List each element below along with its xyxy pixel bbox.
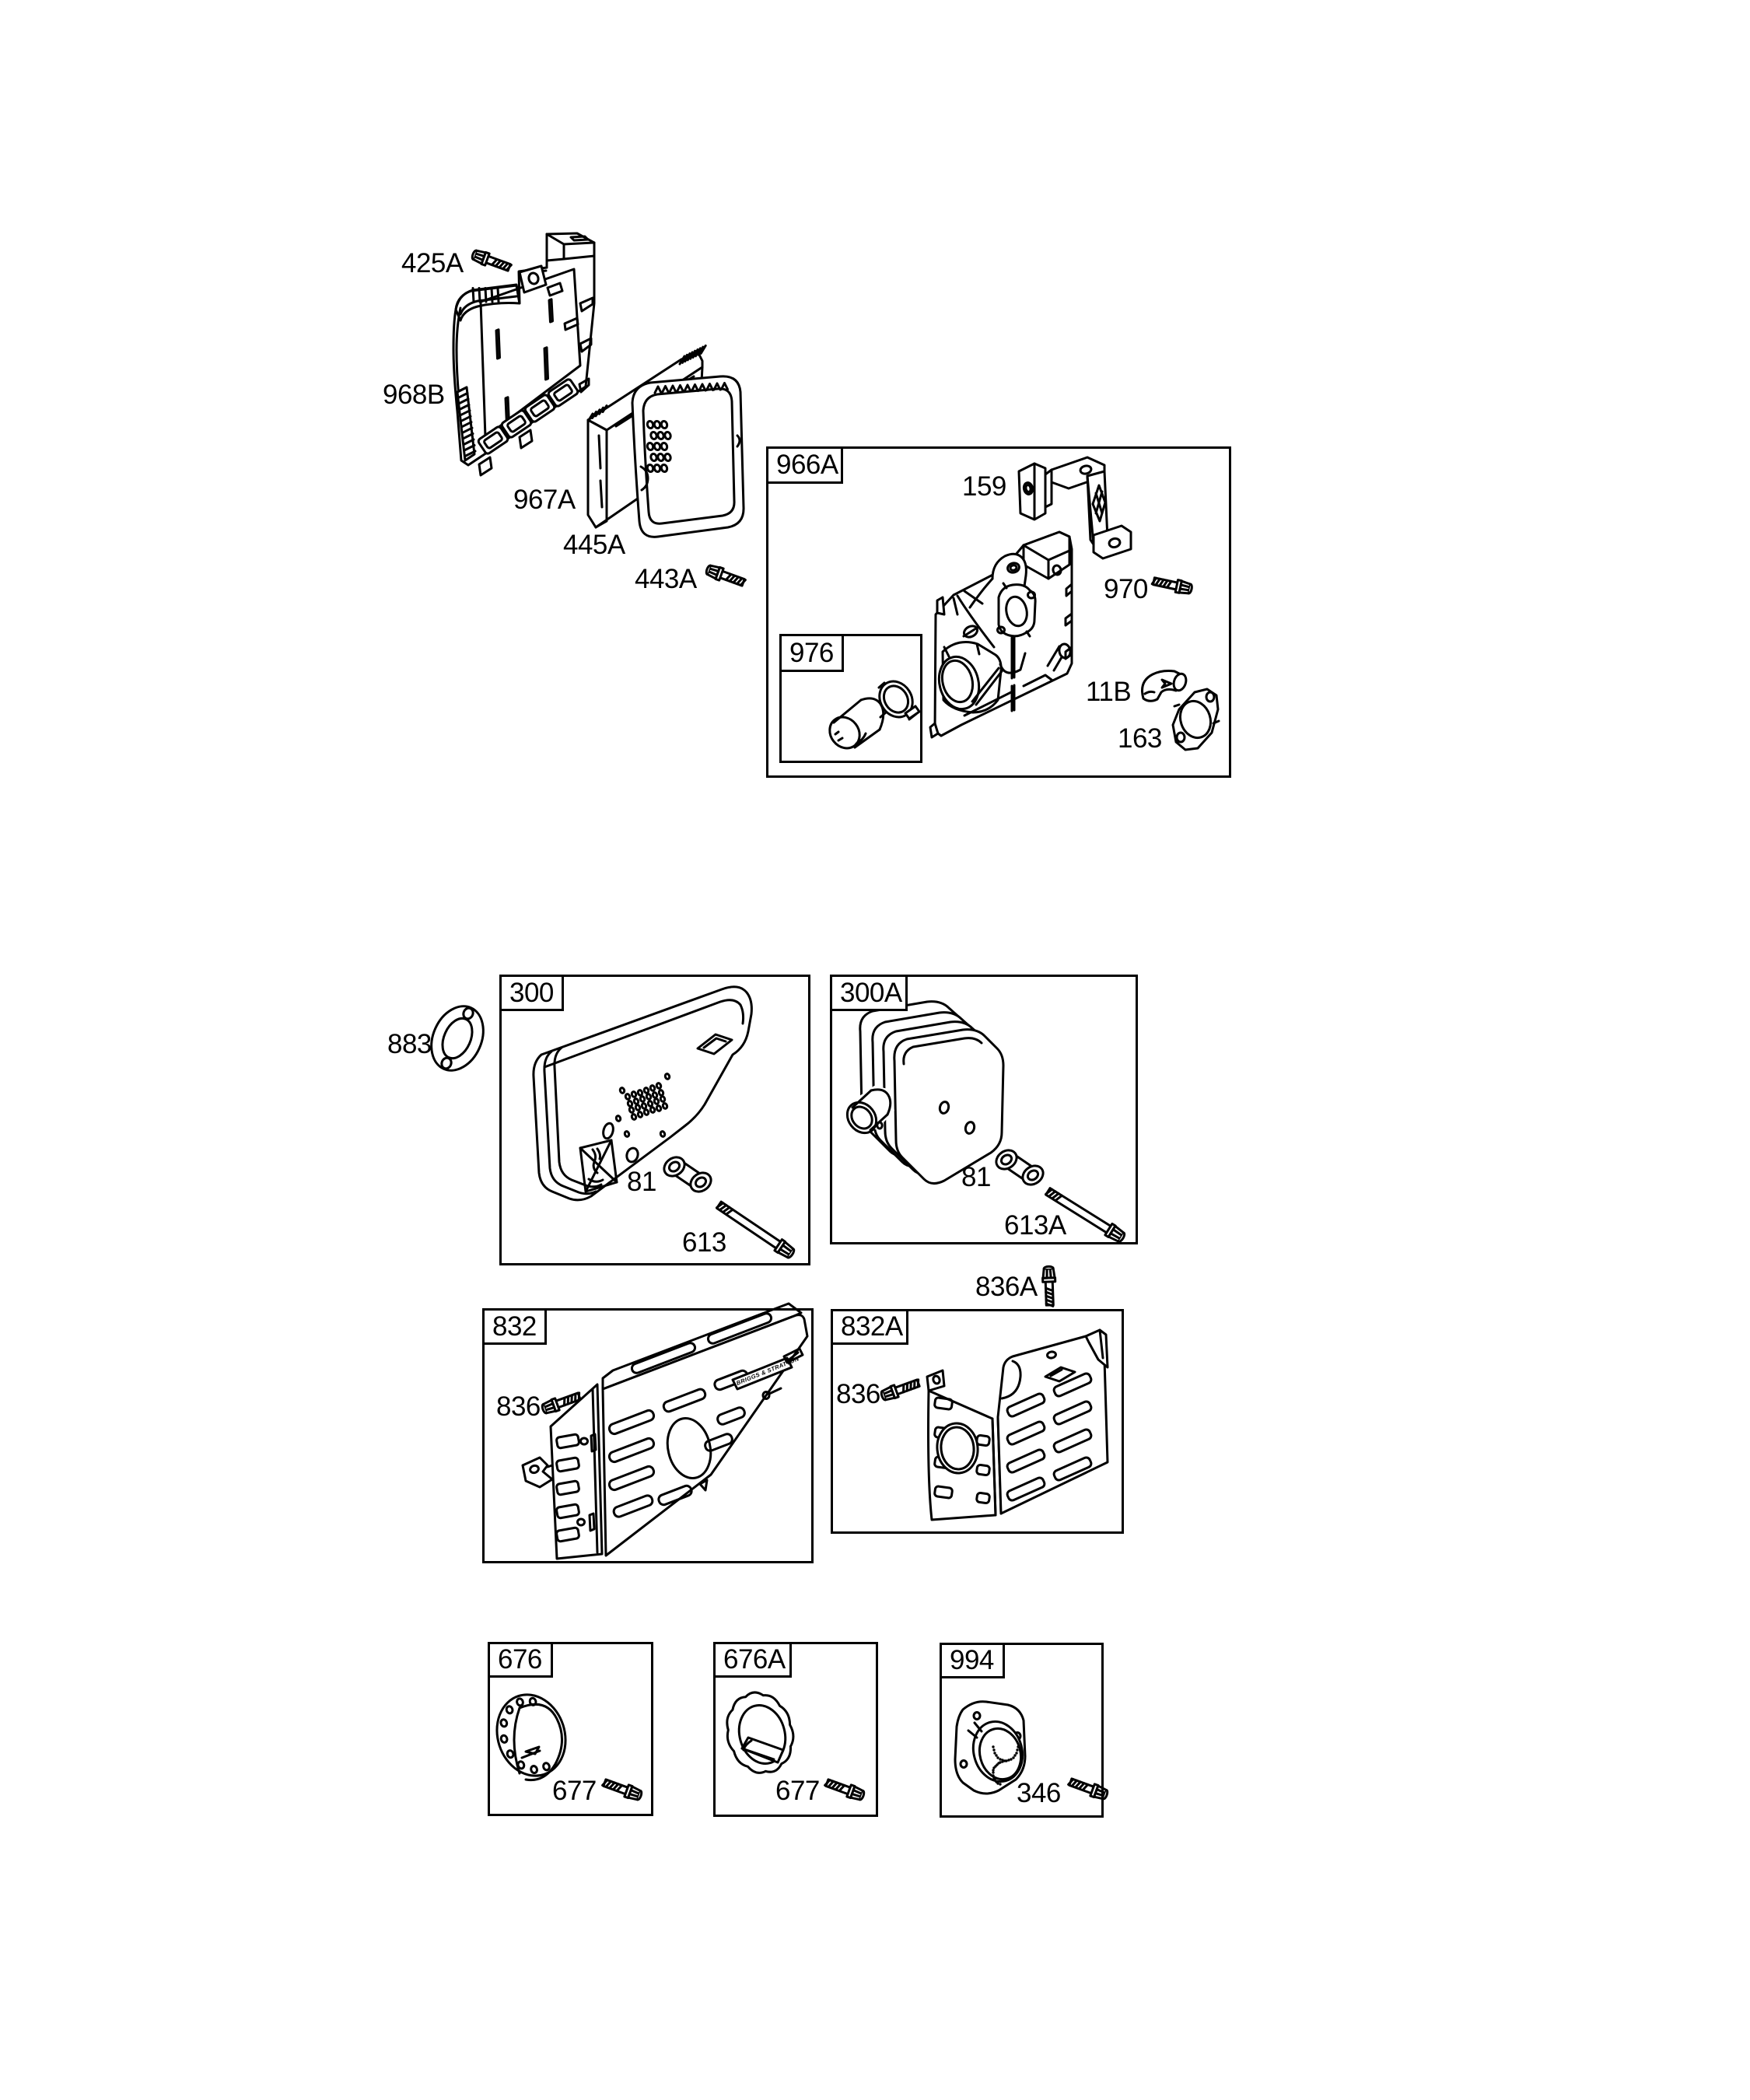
- filter-frame-445A: [631, 375, 745, 538]
- callout-11B: 11B: [1086, 677, 1132, 707]
- group-box-994: [940, 1643, 1104, 1818]
- group-box-832A: [831, 1309, 1124, 1534]
- callout-970: 970: [1104, 574, 1148, 604]
- cover-plate-676A: [726, 1691, 795, 1774]
- exhaust-gasket-883: [430, 1005, 485, 1072]
- screw-443A: [703, 562, 748, 590]
- box-label-832A: 832A: [831, 1309, 908, 1345]
- box-label-676: 676: [488, 1642, 553, 1678]
- callout-445A: 445A: [563, 530, 625, 560]
- callout-443A: 443A: [635, 564, 697, 594]
- callout-613: 613: [682, 1227, 726, 1258]
- callout-163: 163: [1118, 723, 1162, 754]
- breather-elbow-11B: [1141, 670, 1188, 702]
- box-label-994: 994: [940, 1643, 1005, 1678]
- box-label-300A: 300A: [830, 975, 908, 1011]
- group-box-300A: [830, 975, 1138, 1244]
- muffler-300: [532, 985, 753, 1202]
- muffler-300A: [845, 1000, 1005, 1185]
- callout-968B: 968B: [383, 380, 445, 410]
- callout-159: 159: [962, 471, 1006, 502]
- callout-677-676: 677: [552, 1776, 597, 1806]
- cover-994: [954, 1700, 1027, 1795]
- mounting-bracket-159: [1017, 456, 1132, 560]
- group-box-832: [482, 1308, 814, 1563]
- air-cleaner-cover-968B: [452, 232, 596, 477]
- callout-81-300: 81: [627, 1167, 656, 1197]
- callout-836-832: 836: [496, 1391, 541, 1422]
- muffler-guard-832A: [926, 1328, 1109, 1521]
- callout-346: 346: [1017, 1778, 1061, 1808]
- box-label-300: 300: [499, 975, 564, 1011]
- group-box-300: [499, 975, 810, 1265]
- group-box-676: [488, 1642, 653, 1816]
- callout-967A: 967A: [513, 485, 576, 515]
- group-box-966A: [766, 446, 1231, 778]
- callout-425A: 425A: [401, 248, 464, 278]
- box-label-676A: 676A: [713, 1642, 792, 1678]
- group-box-976: [779, 634, 922, 763]
- group-box-676A: [713, 1642, 878, 1817]
- box-label-976: 976: [779, 634, 844, 672]
- screw-425A: [469, 247, 514, 275]
- air-cleaner-base-966A: [828, 530, 1073, 750]
- callout-836-832A: 836: [836, 1379, 880, 1409]
- screw-836A: [1041, 1265, 1058, 1308]
- callout-677-676A: 677: [775, 1776, 820, 1806]
- callout-836A: 836A: [975, 1272, 1038, 1302]
- deflector-676: [495, 1693, 567, 1782]
- box-label-832: 832: [482, 1308, 547, 1345]
- box-label-966A: 966A: [766, 446, 843, 484]
- callout-883: 883: [387, 1029, 432, 1059]
- callout-613A: 613A: [1004, 1210, 1066, 1241]
- carb-gasket-163: [1171, 688, 1220, 751]
- callout-81-300A: 81: [961, 1162, 991, 1192]
